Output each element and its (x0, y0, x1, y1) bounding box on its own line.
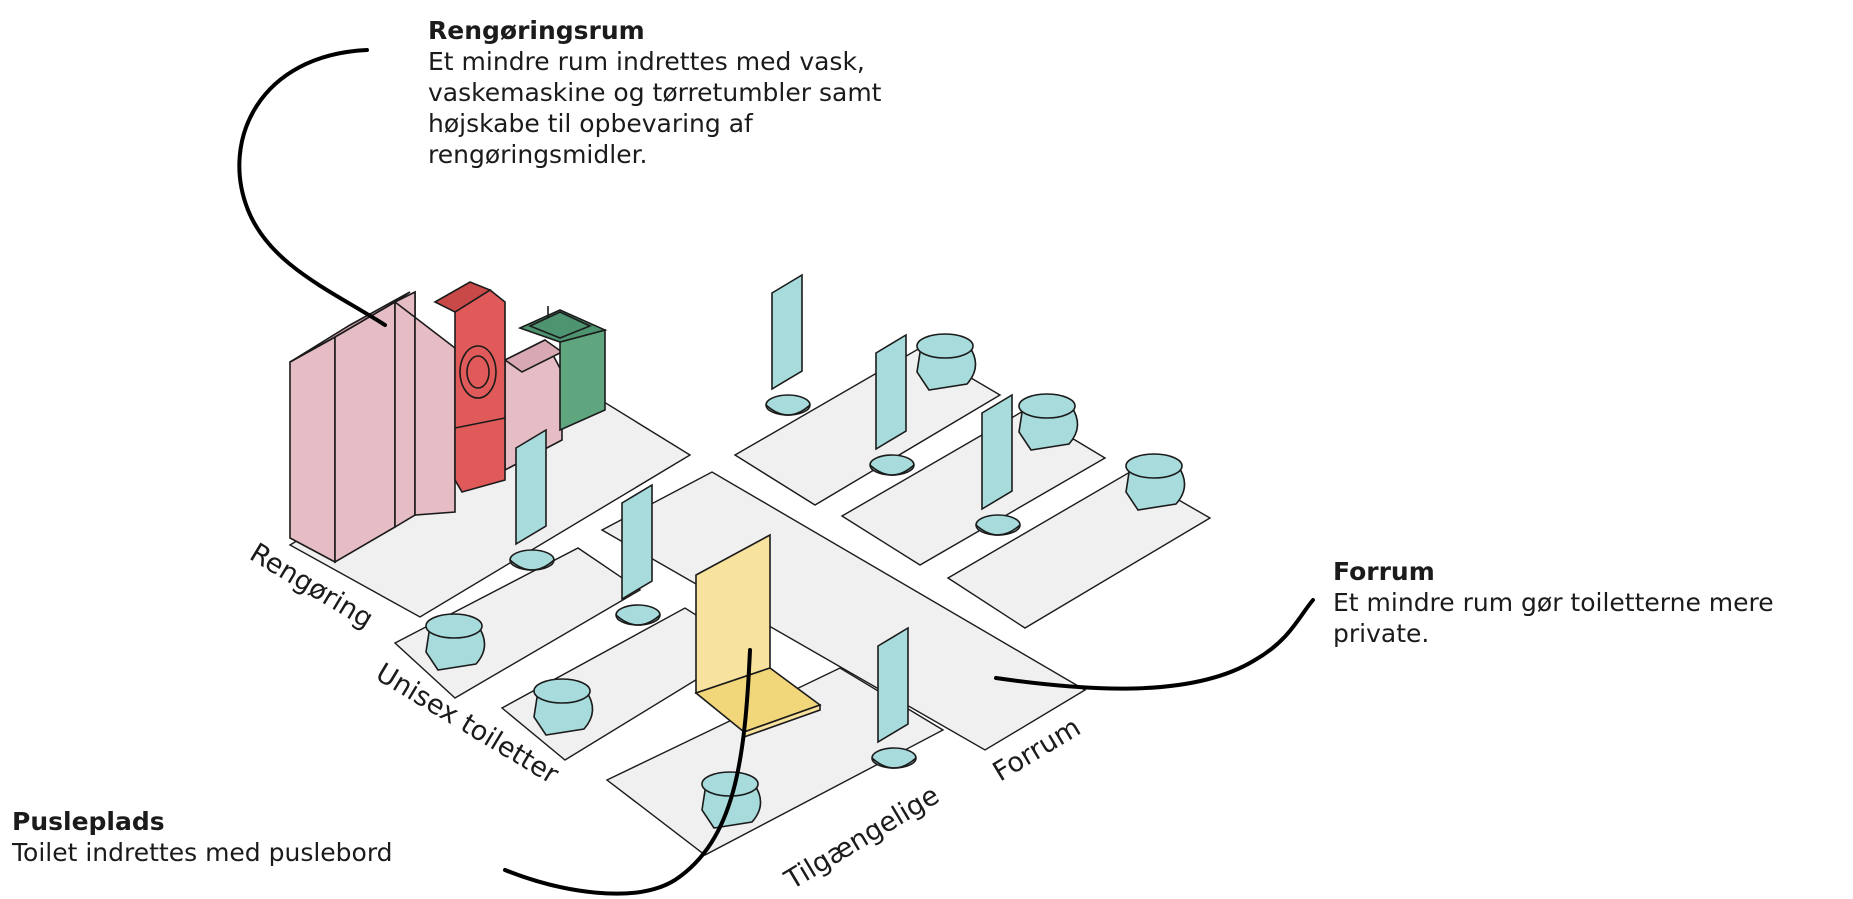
callout-forrum-title: Forrum (1333, 557, 1435, 586)
callout-line-forrum (994, 598, 1315, 691)
callout-pusleplads-title: Pusleplads (12, 807, 165, 836)
toilet-top-2 (1018, 393, 1079, 451)
toilet-unisex-2 (533, 678, 594, 736)
callout-forrum: Forrum Et mindre rum gør toiletterne mer… (1333, 556, 1853, 649)
toilet-unisex-1 (425, 613, 486, 671)
callout-rengoringsrum-text: Et mindre rum indrettes med vask, vaskem… (428, 47, 882, 169)
toilet-top-3 (1125, 453, 1186, 511)
washer-dryer (433, 281, 506, 493)
callout-lines (237, 48, 1315, 896)
callout-rengoringsrum-title: Rengøringsrum (428, 16, 645, 45)
callout-forrum-text: Et mindre rum gør toiletterne mere priva… (1333, 588, 1774, 648)
callout-line-pusleplads (503, 648, 752, 896)
sink-cabinet (517, 306, 608, 432)
toilet-top-1 (916, 333, 977, 391)
callout-rengoringsrum: Rengøringsrum Et mindre rum indrettes me… (428, 15, 968, 170)
callout-pusleplads-text: Toilet indrettes med puslebord (12, 838, 393, 867)
floor-toilet-c (946, 471, 1212, 629)
callout-pusleplads: Pusleplads Toilet indrettes med puslebor… (12, 806, 612, 868)
callout-line-rengoring (237, 48, 387, 327)
floor-forrum (600, 471, 1087, 751)
urinal-top-left (765, 274, 811, 416)
cleaning-cabinets (289, 290, 564, 564)
